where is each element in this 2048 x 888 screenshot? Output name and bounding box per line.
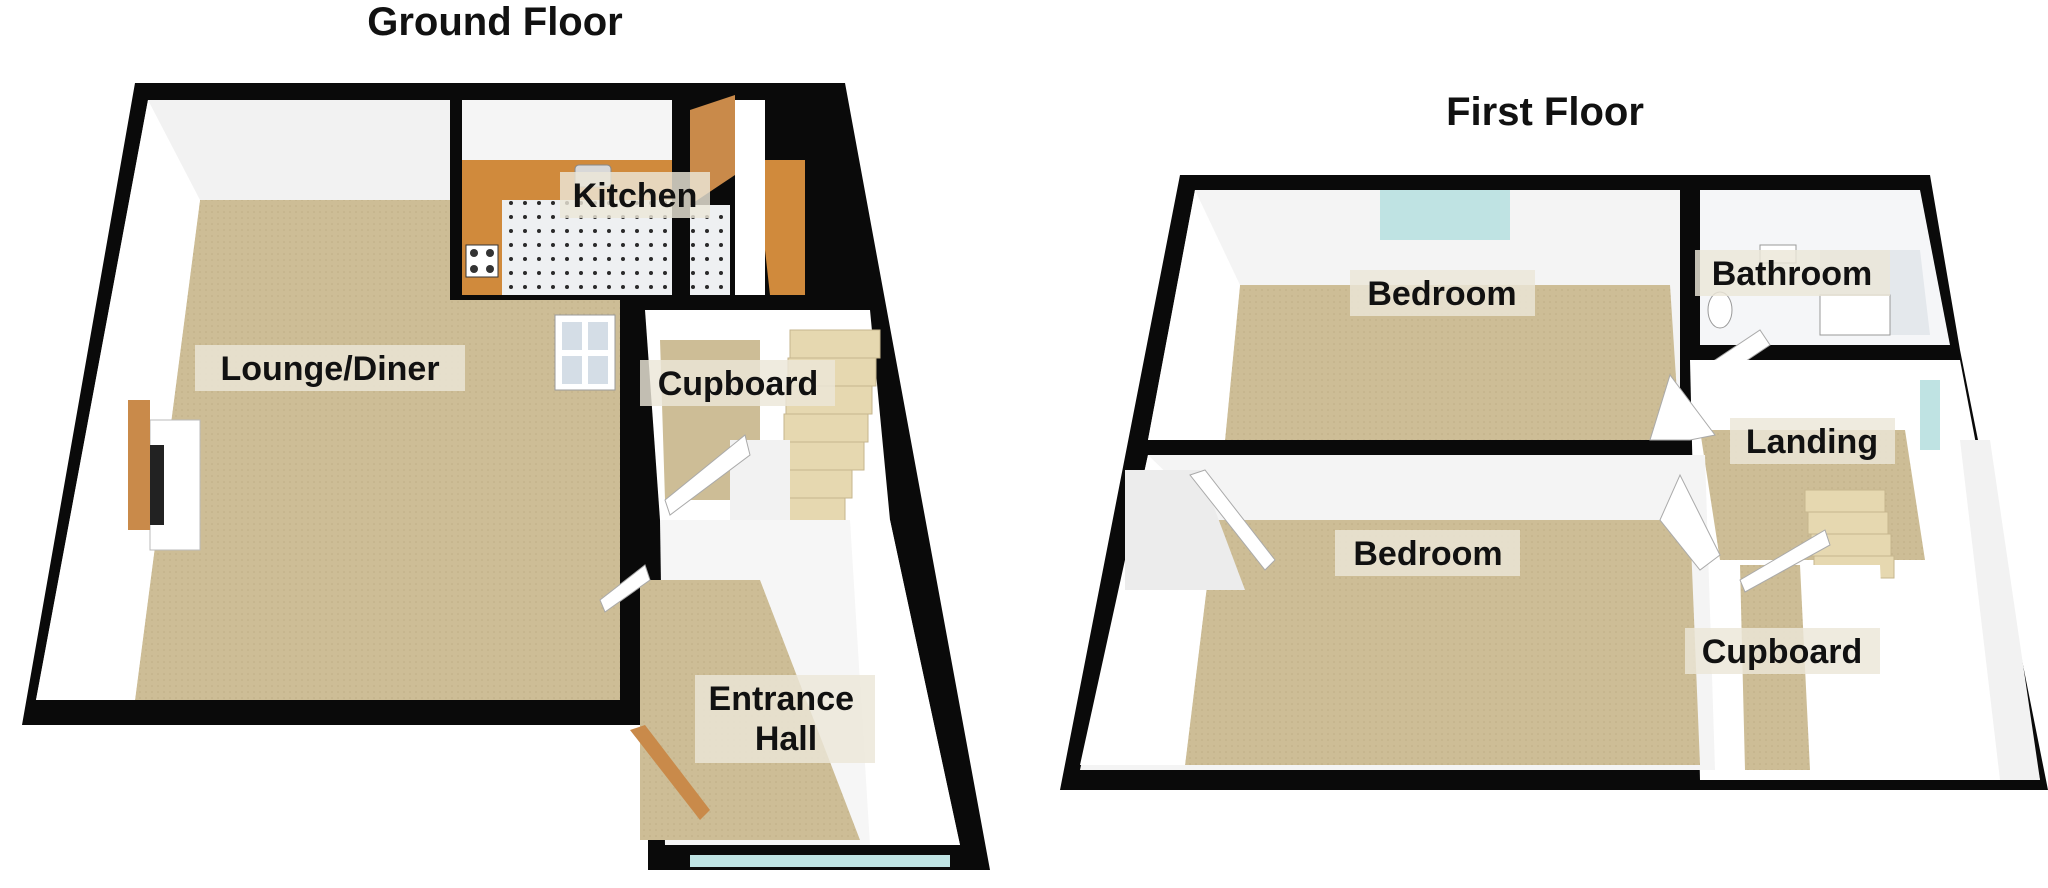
landing-label: Landing	[1746, 423, 1878, 461]
kitchen-label: Kitchen	[573, 177, 698, 215]
kitchen-glazed-door	[554, 314, 616, 391]
bedroom-1-window	[1380, 190, 1510, 240]
front-door	[630, 725, 710, 820]
bathroom-label-group: Bathroom	[1695, 250, 1890, 296]
hob-icon	[465, 244, 499, 278]
kitchen-label-group: Kitchen	[560, 172, 710, 218]
bedroom-2-label-group: Bedroom	[1335, 530, 1520, 576]
bedroom-1-label: Bedroom	[1367, 275, 1516, 313]
cupboard-door	[664, 434, 751, 516]
toilet-icon	[1707, 291, 1733, 329]
entrance-hall-label: Entrance Hall	[709, 680, 864, 758]
landing-label-group: Landing	[1730, 418, 1895, 464]
ground-cupboard-label: Cupboard	[658, 365, 819, 403]
wardrobe	[1125, 470, 1245, 590]
bathroom-label: Bathroom	[1712, 255, 1873, 293]
bedroom-1-label-group: Bedroom	[1350, 270, 1535, 316]
bedroom-2-room	[1080, 373, 1721, 770]
first-floor: First Floor	[1060, 90, 2048, 790]
wardrobe-door	[1189, 469, 1276, 571]
ground-floor: Ground Floor	[22, 0, 990, 870]
bedroom-1-door	[1649, 373, 1716, 441]
lounge-diner-label: Lounge/Diner	[220, 350, 439, 388]
first-cupboard-label-group: Cupboard	[1685, 628, 1880, 674]
entrance-hall-label-group: Entrance Hall	[695, 675, 875, 763]
landing-window	[1920, 380, 1940, 450]
hall-glazed-door	[599, 564, 651, 613]
ground-cupboard-label-group: Cupboard	[640, 360, 835, 406]
ground-floor-title: Ground Floor	[367, 0, 623, 44]
front-window	[690, 855, 950, 867]
first-cupboard-label: Cupboard	[1702, 633, 1863, 671]
lounge-diner-room	[36, 100, 620, 700]
bedroom-2-label: Bedroom	[1353, 535, 1502, 573]
fireplace-icon	[128, 400, 201, 551]
first-floor-title: First Floor	[1446, 90, 1644, 134]
shower-icon	[1819, 294, 1891, 336]
bedroom-2-door	[1659, 473, 1721, 571]
first-cupboard-door	[1739, 529, 1831, 593]
lounge-diner-label-group: Lounge/Diner	[195, 345, 465, 391]
